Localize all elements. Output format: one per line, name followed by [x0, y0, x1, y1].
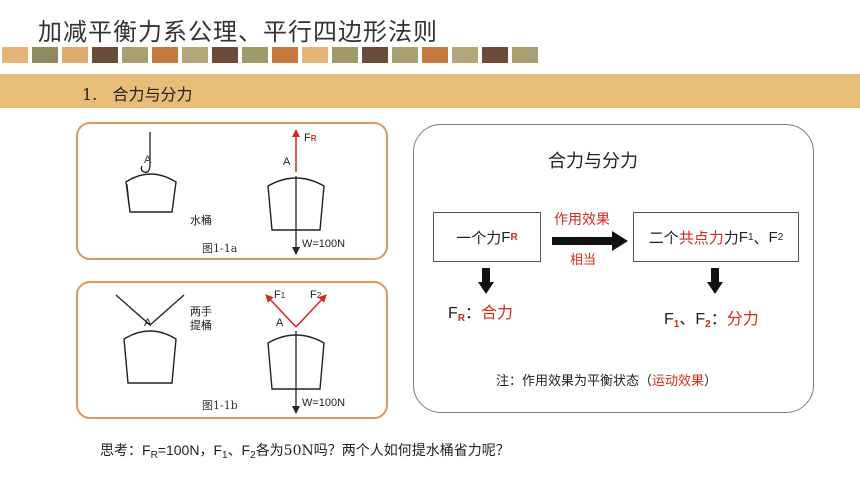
component-definition: F1、F2：分力 [664, 309, 759, 330]
down-arrow-icon [707, 268, 723, 294]
decorative-tile-strip [0, 47, 860, 63]
two-hands-label: 两手 提桶 [190, 306, 212, 332]
force-f1-label: F1 [274, 289, 286, 301]
bucket-shape-right [267, 177, 325, 231]
decorative-tile [122, 47, 148, 63]
decorative-tile [32, 47, 58, 63]
note-text: 注：作用效果为平衡状态（运动效果） [496, 374, 718, 389]
bucket-shape-right [267, 334, 325, 390]
decorative-tile [272, 47, 298, 63]
decorative-tile [482, 47, 508, 63]
point-a-label-left: A [144, 317, 152, 329]
force-fr-label: FR [304, 132, 317, 144]
decorative-tile [422, 47, 448, 63]
figure-1a-caption: 图1-1a [202, 242, 238, 255]
decorative-tile [452, 47, 478, 63]
down-arrow-icon [478, 268, 494, 294]
rope-line [140, 132, 151, 173]
decorative-tile [182, 47, 208, 63]
decorative-tile [92, 47, 118, 63]
point-a-label-right: A [283, 156, 291, 168]
decorative-tile [332, 47, 358, 63]
force-f1-arrow [265, 294, 297, 328]
thinking-question: 思考：FR=100N，F1、F2各为50N吗？两个人如何提水桶省力呢？ [100, 442, 510, 461]
rope-left [115, 294, 151, 326]
decorative-tile [392, 47, 418, 63]
decorative-tile [152, 47, 178, 63]
weight-label-b: W=100N [302, 397, 346, 409]
bucket-label: 水桶 [190, 215, 212, 227]
decorative-tile [242, 47, 268, 63]
figure-1a-panel: A 水桶 图1-1a A FR W=100N [76, 122, 388, 260]
figure-1b-panel: A 两手 提桶 图1-1b A F1 F2 W=100N [76, 281, 388, 419]
decorative-tile [512, 47, 538, 63]
section-number: 1. [82, 85, 98, 104]
force-f2-label: F2 [310, 289, 322, 301]
bucket-shape-left [123, 330, 177, 384]
section-heading: 1. 合力与分力 [82, 81, 193, 105]
section-title: 合力与分力 [112, 85, 193, 104]
weight-label-a: W=100N [302, 238, 346, 250]
resultant-definition: FR：合力 [448, 303, 514, 324]
decorative-tile [362, 47, 388, 63]
decorative-tile [302, 47, 328, 63]
arrow-label-top: 作用效果 [554, 212, 610, 228]
concept-title: 合力与分力 [548, 151, 638, 172]
decorative-tile [212, 47, 238, 63]
page-title: 加减平衡力系公理、平行四边形法则 [38, 18, 438, 46]
decorative-tile [2, 47, 28, 63]
point-a-label-left: A [144, 154, 152, 166]
arrow-label-bottom: 相当 [570, 253, 597, 268]
equivalence-arrow-icon [552, 231, 628, 251]
figure-1a-drawing [125, 129, 325, 255]
section-band [0, 74, 860, 108]
decorative-tile [62, 47, 88, 63]
figure-1b-caption: 图1-1b [202, 399, 238, 412]
figure-1b-drawing [115, 294, 327, 414]
bucket-shape-left [125, 173, 177, 213]
force-f2-arrow [295, 294, 327, 328]
rope-right [149, 294, 185, 326]
point-a-label-right: A [276, 317, 284, 329]
